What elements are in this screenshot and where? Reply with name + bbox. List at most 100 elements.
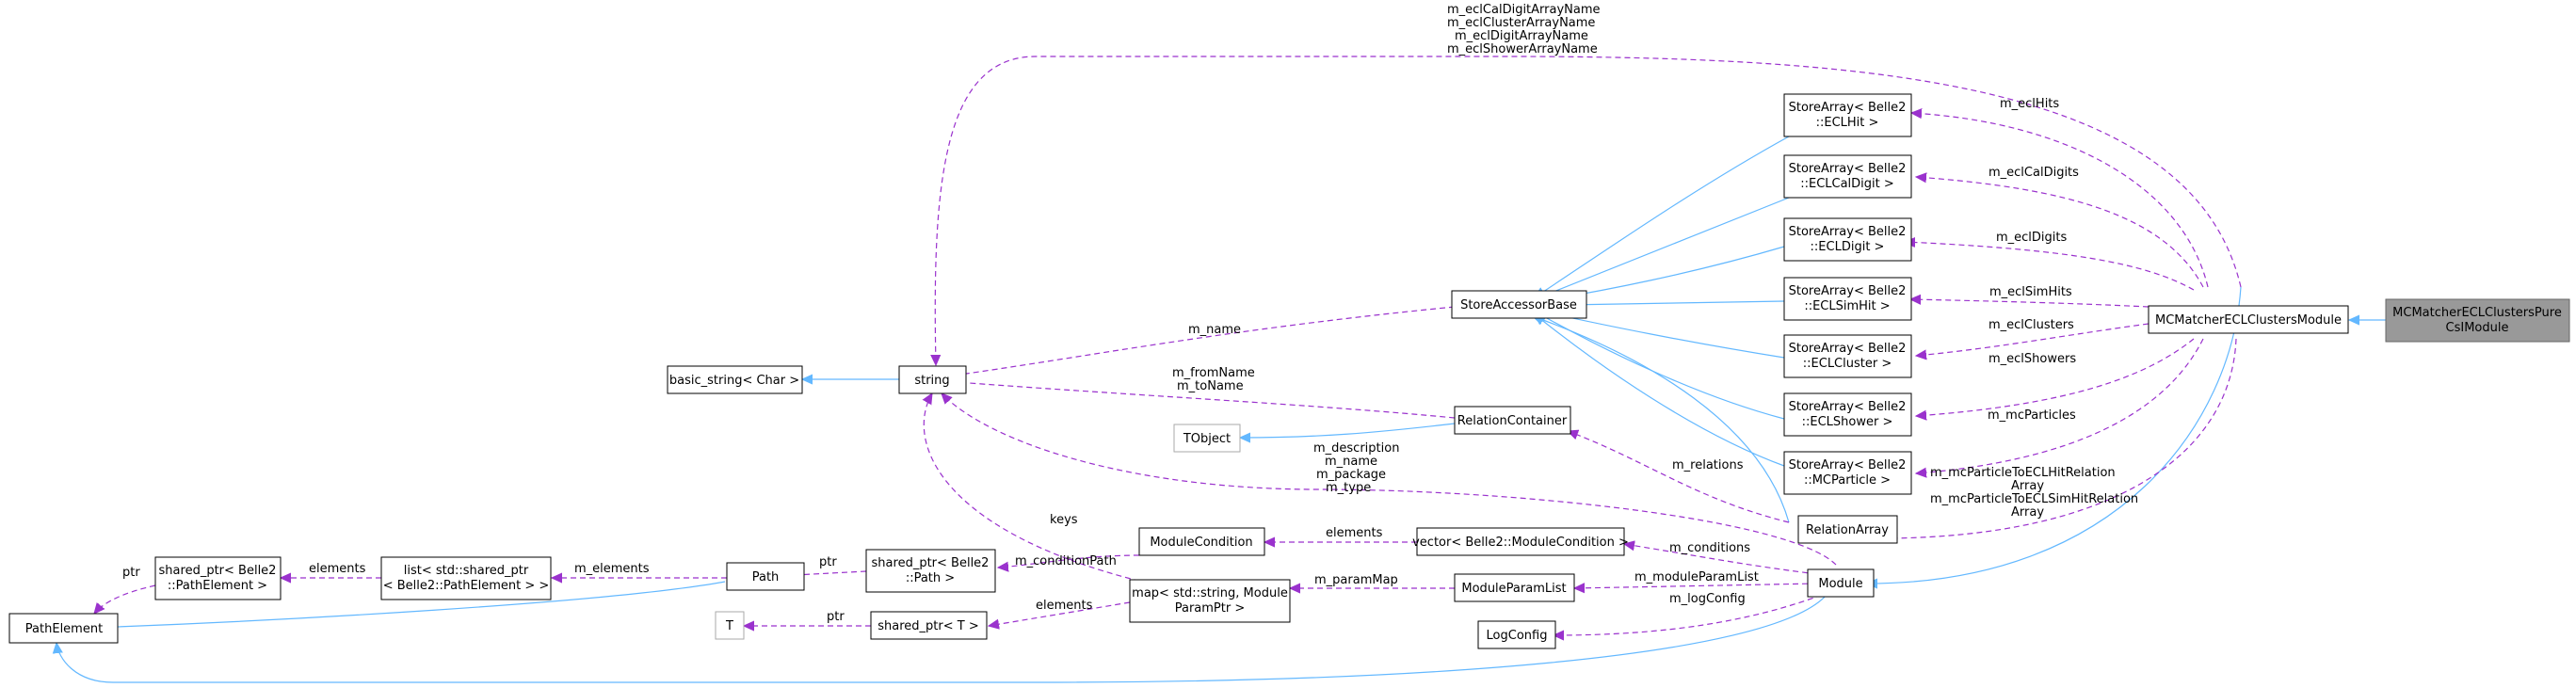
node-vector-module-condition[interactable]: vector< Belle2::ModuleCondition > — [1412, 527, 1629, 556]
label-relation-name-2b: Array — [2011, 505, 2044, 520]
node-sa-ecl-cal-digit[interactable]: StoreArray< Belle2 ::ECLCalDigit > — [1783, 154, 1912, 199]
label-keys: keys — [1050, 513, 1078, 527]
label-m-description: m_description — [1313, 441, 1399, 456]
edge-sa-ecl-sim-hit-to-base — [1565, 301, 1785, 305]
svg-text:shared_ptr< Belle2: shared_ptr< Belle2 — [872, 556, 990, 570]
node-mc-matcher-pure[interactable]: MCMatcherECLClustersPure CsIModule — [2385, 298, 2570, 343]
edge-m-ecl-clusters — [1916, 323, 2149, 356]
edge-m-log-config — [1554, 594, 1823, 635]
edge-m-ecl-cal-digits — [1916, 177, 2204, 288]
node-module-param-list[interactable]: ModuleParamList — [1454, 573, 1575, 602]
svg-text:basic_string< Char >: basic_string< Char > — [669, 374, 799, 388]
edge-relation-names — [1886, 338, 2237, 538]
edge-module-strings — [942, 393, 1837, 566]
node-map-param[interactable]: map< std::string, Module ParamPtr > — [1129, 579, 1291, 623]
svg-text:RelationContainer: RelationContainer — [1457, 414, 1568, 428]
label-m-elements: m_elements — [574, 562, 650, 576]
label-m-from-name: m_fromName — [1172, 366, 1255, 380]
svg-text:StoreArray< Belle2: StoreArray< Belle2 — [1789, 101, 1907, 115]
node-relation-array[interactable]: RelationArray — [1797, 515, 1898, 544]
svg-text:TObject: TObject — [1183, 432, 1231, 446]
svg-text:vector< Belle2::ModuleConditio: vector< Belle2::ModuleCondition > — [1412, 536, 1629, 550]
edge-sa-ecl-cal-digit-to-base — [1535, 197, 1790, 299]
label-m-ecl-cal-digits: m_eclCalDigits — [1988, 166, 2079, 180]
node-sa-ecl-hit[interactable]: StoreArray< Belle2 ::ECLHit > — [1783, 93, 1912, 137]
edge-module-to-pathelement — [56, 594, 1827, 683]
svg-text:::ECLSimHit >: ::ECLSimHit > — [1804, 299, 1890, 313]
svg-text:StoreAccessorBase: StoreAccessorBase — [1460, 298, 1577, 312]
edge-keys — [924, 393, 1159, 586]
node-mc-matcher[interactable]: MCMatcherECLClustersModule — [2148, 305, 2349, 334]
node-sa-ecl-cluster[interactable]: StoreArray< Belle2 ::ECLCluster > — [1783, 334, 1912, 378]
label-m-ecl-clusters: m_eclClusters — [1988, 318, 2074, 332]
node-store-accessor-base[interactable]: StoreAccessorBase — [1451, 290, 1587, 319]
svg-text:StoreArray< Belle2: StoreArray< Belle2 — [1789, 162, 1907, 176]
edge-elements-map — [989, 601, 1131, 626]
label-m-package: m_package — [1316, 468, 1386, 482]
edge-relation-array-to-base — [1533, 316, 1790, 523]
node-sa-ecl-shower[interactable]: StoreArray< Belle2 ::ECLShower > — [1783, 392, 1912, 437]
svg-text:Module: Module — [1818, 577, 1862, 591]
svg-text:StoreArray< Belle2: StoreArray< Belle2 — [1789, 284, 1907, 298]
node-t[interactable]: T — [715, 611, 745, 640]
svg-text:list< std::shared_ptr: list< std::shared_ptr — [404, 564, 529, 578]
node-tobject[interactable]: TObject — [1173, 424, 1241, 453]
node-shared-ptr-t[interactable]: shared_ptr< T > — [870, 611, 988, 640]
node-relation-container[interactable]: RelationContainer — [1454, 406, 1571, 435]
label-ptr-path: ptr — [819, 555, 837, 569]
svg-text:MCMatcherECLClustersPure: MCMatcherECLClustersPure — [2392, 306, 2562, 320]
svg-text:::Path >: ::Path > — [906, 571, 955, 585]
node-path-element[interactable]: PathElement — [8, 613, 119, 644]
svg-text:shared_ptr< Belle2: shared_ptr< Belle2 — [159, 564, 277, 578]
edge-m-condition-path — [998, 554, 1140, 568]
svg-text:CsIModule: CsIModule — [2446, 321, 2509, 335]
label-ptr-t: ptr — [827, 610, 845, 624]
svg-text:::ECLHit >: ::ECLHit > — [1816, 116, 1879, 130]
svg-text:::ECLCluster >: ::ECLCluster > — [1803, 357, 1892, 371]
node-shared-ptr-path[interactable]: shared_ptr< Belle2 ::Path > — [865, 549, 996, 593]
svg-text:::ECLCalDigit >: ::ECLCalDigit > — [1800, 177, 1894, 191]
node-path[interactable]: Path — [726, 562, 805, 591]
label-m-param-map: m_paramMap — [1314, 573, 1398, 587]
svg-text:shared_ptr< T >: shared_ptr< T > — [877, 619, 978, 633]
node-log-config[interactable]: LogConfig — [1477, 620, 1556, 649]
node-sa-ecl-digit[interactable]: StoreArray< Belle2 ::ECLDigit > — [1783, 217, 1912, 262]
label-m-ecl-hits: m_eclHits — [2000, 97, 2059, 111]
svg-text:StoreArray< Belle2: StoreArray< Belle2 — [1789, 400, 1907, 414]
node-sa-mc-particle[interactable]: StoreArray< Belle2 ::MCParticle > — [1783, 451, 1912, 495]
label-m-ecl-showers: m_eclShowers — [1988, 352, 2076, 366]
node-list-shared-ptr[interactable]: list< std::shared_ptr < Belle2::PathElem… — [380, 556, 552, 600]
node-string[interactable]: string — [898, 365, 967, 394]
edge-m-ecl-sim-hits — [1910, 299, 2149, 308]
label-ecl-cluster-array-name: m_eclClusterArrayName — [1447, 16, 1595, 30]
edge-m-conditions — [1624, 544, 1818, 575]
edge-sa-ecl-shower-to-base — [1537, 312, 1785, 420]
label-ptr-pathelement: ptr — [122, 566, 140, 580]
edge-ptr-pathelement — [94, 584, 156, 614]
node-sa-ecl-sim-hit[interactable]: StoreArray< Belle2 ::ECLSimHit > — [1783, 277, 1912, 321]
node-basic-string[interactable]: basic_string< Char > — [667, 365, 803, 394]
label-ecl-cal-digit-array-name: m_eclCalDigitArrayName — [1447, 3, 1601, 17]
inheritance-edges — [56, 136, 2386, 683]
edge-m-module-param-list — [1574, 584, 1818, 588]
svg-text:StoreArray< Belle2: StoreArray< Belle2 — [1789, 342, 1907, 356]
svg-text:::ECLShower >: ::ECLShower > — [1802, 415, 1893, 429]
svg-text:ModuleParamList: ModuleParamList — [1461, 582, 1566, 596]
label-ecl-digit-array-name: m_eclDigitArrayName — [1455, 29, 1588, 43]
edge-labels: ptr elements m_elements ptr m_conditionP… — [122, 3, 2138, 624]
edge-m-relations — [1568, 431, 1790, 523]
label-m-name: m_name — [1188, 323, 1241, 337]
node-module-condition[interactable]: ModuleCondition — [1138, 527, 1265, 556]
edge-m-ecl-digits — [1905, 242, 2195, 291]
svg-text:string: string — [914, 374, 949, 388]
label-relation-name-2a: m_mcParticleToECLSimHitRelation — [1930, 492, 2138, 506]
svg-text:::ECLDigit >: ::ECLDigit > — [1811, 240, 1885, 254]
node-shared-ptr-path-element[interactable]: shared_ptr< Belle2 ::PathElement > — [154, 556, 282, 600]
nodes: PathElement shared_ptr< Belle2 ::PathEle… — [8, 93, 2570, 649]
svg-text:Path: Path — [752, 570, 780, 584]
svg-text:MCMatcherECLClustersModule: MCMatcherECLClustersModule — [2155, 313, 2342, 328]
node-module[interactable]: Module — [1807, 568, 1875, 598]
label-relation-name-1b: Array — [2011, 479, 2044, 493]
label-m-condition-path: m_conditionPath — [1015, 554, 1117, 568]
